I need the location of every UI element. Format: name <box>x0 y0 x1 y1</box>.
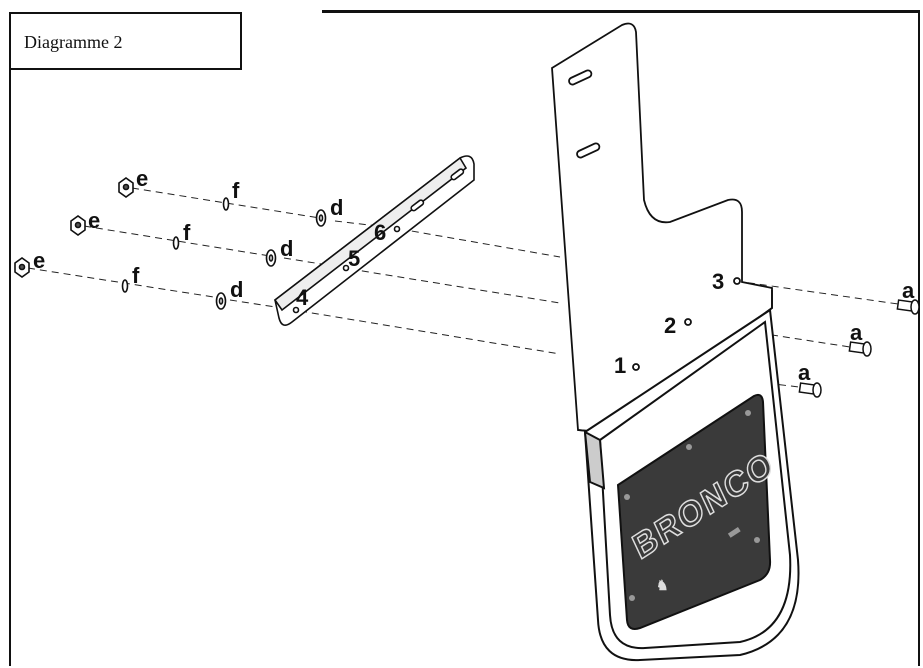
nuts-e <box>14 177 134 278</box>
hole-number-5: 5 <box>348 246 360 271</box>
label-part-a: a <box>902 278 915 303</box>
hole-number-3: 3 <box>712 269 724 294</box>
diagram-frame <box>9 12 920 666</box>
hole-number-6: 6 <box>374 220 386 245</box>
bolt-a-1 <box>798 382 822 398</box>
hole-number-2: 2 <box>664 313 676 338</box>
label-part-f: f <box>232 178 240 203</box>
label-part-e: e <box>33 248 45 273</box>
frame-top-border <box>322 10 920 13</box>
horse-logo-icon: ♞ <box>656 577 669 593</box>
hole-number-4: 4 <box>296 285 309 310</box>
label-part-d: d <box>280 236 293 261</box>
label-part-e: e <box>136 166 148 191</box>
flat-washers-d <box>215 209 327 310</box>
diagram-title: Diagramme 2 <box>24 32 123 52</box>
hole-number-1: 1 <box>614 353 626 378</box>
label-part-a: a <box>798 360 811 385</box>
bolt-a-2 <box>848 341 872 357</box>
label-part-f: f <box>132 263 140 288</box>
logo-plate: BRONCO ♞ <box>616 393 781 630</box>
title-box <box>9 12 242 70</box>
lock-washers-f <box>121 197 230 293</box>
label-part-f: f <box>183 220 191 245</box>
label-part-d: d <box>330 195 343 220</box>
label-part-d: d <box>230 277 243 302</box>
stiffener-bracket <box>273 155 475 326</box>
label-part-e: e <box>88 208 100 233</box>
label-part-a: a <box>850 320 863 345</box>
bolt-a-3 <box>896 299 920 315</box>
